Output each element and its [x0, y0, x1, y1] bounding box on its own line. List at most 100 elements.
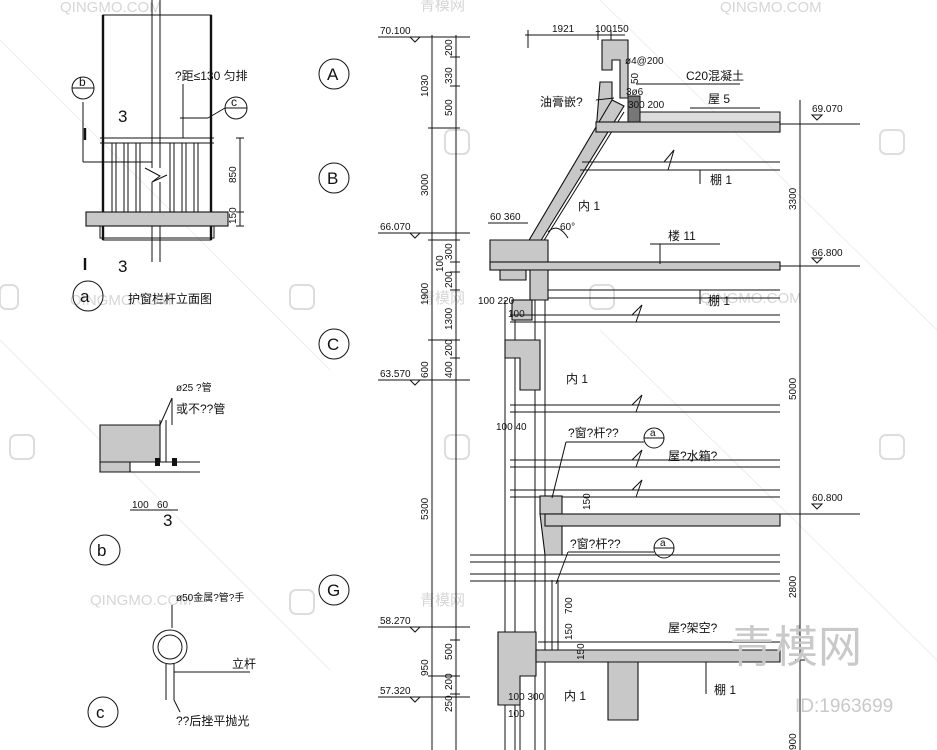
building-section: 1921 100 150: [470, 24, 781, 750]
level-mark: 63.570: [380, 369, 411, 380]
top-dim: 1921: [552, 24, 575, 35]
oil-label: 油膏嵌?: [540, 94, 583, 109]
detail-a-title: 护窗栏杆立面图: [128, 291, 212, 306]
water-tank-label: 屋?水箱?: [668, 448, 718, 463]
watermark-layer: QINGMO.COM 青模网 QINGMO.COM QINGMO.COM 青模网…: [0, 0, 937, 671]
section-labels: ø4@200 C20混凝土 油膏嵌? 300 200 50 3ø6 屋 5 棚 …: [478, 56, 760, 720]
top-dim: 150: [612, 24, 629, 35]
axis-label: B: [327, 169, 338, 188]
axis-label: C: [327, 335, 339, 354]
brand-watermark: 青模网 ID:1963699: [730, 622, 893, 717]
left-dimension-chain: 200 330 1030 500 3000 300 100 200 1900 1…: [420, 35, 460, 750]
watermark-text: QINGMO.COM: [720, 0, 822, 16]
dim-850: 850: [228, 166, 239, 183]
dim-right: 2800: [788, 575, 799, 598]
rail-note: ø50金属?管?手: [176, 591, 244, 604]
dim-left: 500: [444, 99, 455, 116]
dim-300-200: 300 200: [628, 100, 665, 111]
dim-left: 5300: [420, 497, 431, 520]
dim-right: 900: [788, 733, 799, 750]
dim-right: 5000: [788, 377, 799, 400]
rebar-label: ø4@200: [625, 56, 664, 67]
dim-left: 200: [444, 39, 455, 56]
dim-100-300: 100 300: [508, 692, 545, 703]
weld-note: ??后挫平抛光: [176, 713, 249, 728]
dim-left: 200: [444, 673, 455, 690]
dim-left: 200: [444, 339, 455, 356]
dim-left: 250: [444, 695, 455, 712]
dim-100: 100: [132, 500, 149, 511]
overhead-label: 屋?架空?: [668, 621, 718, 635]
level-marks-right: 69.070 66.800 60.800: [780, 104, 860, 515]
dim-left: 1900: [420, 282, 431, 305]
detail-c-handrail: ø50金属?管?手 立杆 ??后挫平抛光 c: [87, 591, 256, 728]
id-label: ID:1963699: [795, 696, 893, 717]
pipe-note-2: 或不??管: [176, 401, 225, 416]
level-mark: 57.320: [380, 686, 411, 697]
dim-left: 300: [444, 243, 455, 260]
level-mark: 58.270: [380, 616, 411, 627]
pipe-note-1: ø25 ?管: [176, 381, 212, 394]
detail-b-section: ø25 ?管 或不??管 100 60 3 b: [89, 381, 225, 566]
section-mark: 3: [163, 511, 172, 530]
post-label: 立杆: [232, 656, 256, 671]
dim-150: 150: [576, 643, 587, 660]
dim-100-220: 100 220: [478, 296, 515, 307]
watermark-cn: 青模网: [420, 0, 465, 14]
section-mark: 3: [118, 257, 127, 276]
dim-left: 600: [420, 361, 431, 378]
dim-700: 700: [564, 597, 575, 614]
watermark-text: QINGMO.COM: [90, 592, 192, 609]
dim-150: 150: [228, 207, 239, 224]
dim-left: 1300: [444, 307, 455, 330]
watermark-cn: 青模网: [420, 592, 465, 609]
dim-left: 1030: [420, 74, 431, 97]
dim-left: 330: [444, 67, 455, 84]
detail-a-circle-label: a: [80, 287, 90, 306]
dim-left: 500: [444, 643, 455, 660]
axis-bubbles: A B C G: [318, 58, 350, 606]
dim-left: 3000: [420, 173, 431, 196]
inner-label: 内 1: [578, 199, 600, 213]
tag-b-label: b: [79, 75, 86, 89]
dim-100-40: 100 40: [496, 422, 527, 433]
watermark-text: QINGMO.COM: [70, 292, 172, 309]
section-mark: 3: [118, 107, 127, 126]
level-mark: 66.800: [812, 248, 843, 259]
ceiling-label: 棚 1: [708, 293, 730, 308]
window-rail-label: ?窗?杆??: [570, 537, 621, 551]
brand-logo-text: 青模网: [730, 622, 862, 673]
top-dim: 100: [595, 24, 612, 35]
ceiling-label: 棚 1: [710, 172, 732, 187]
roof-label: 屋 5: [708, 92, 730, 106]
ref-circle-a: a: [650, 428, 656, 439]
level-mark: 70.100: [380, 26, 411, 37]
dim-right: 3300: [788, 187, 799, 210]
inner-label: 内 1: [566, 372, 588, 386]
angle-60: 60°: [560, 222, 575, 233]
detail-c-circle-label: c: [96, 703, 105, 722]
ceiling-label: 棚 1: [714, 682, 736, 697]
level-mark: 69.070: [812, 104, 843, 115]
dim-100: 100: [508, 309, 525, 320]
rebar-3o6: 3ø6: [626, 87, 644, 98]
dim-100: 100: [508, 709, 525, 720]
axis-label: A: [327, 65, 339, 84]
level-mark: 66.070: [380, 222, 411, 233]
axis-label: G: [327, 581, 340, 600]
dim-50: 50: [630, 72, 641, 84]
watermark-cn: 青模网: [420, 290, 465, 307]
dim-60: 60: [157, 500, 169, 511]
dim-left: 100: [435, 255, 446, 272]
dim-60-360: 60 360: [490, 212, 521, 223]
tag-c-label: c: [231, 95, 237, 109]
watermark-text: QINGMO.COM: [60, 0, 162, 16]
dim-left: 400: [444, 361, 455, 378]
inner-label: 内 1: [564, 689, 586, 703]
window-rail-label: ?窗?杆??: [568, 426, 619, 440]
spacing-note: ?距≤130 匀排: [175, 69, 248, 83]
level-mark: 60.800: [812, 493, 843, 504]
concrete-label: C20混凝土: [686, 68, 744, 83]
dim-150: 150: [582, 493, 593, 510]
